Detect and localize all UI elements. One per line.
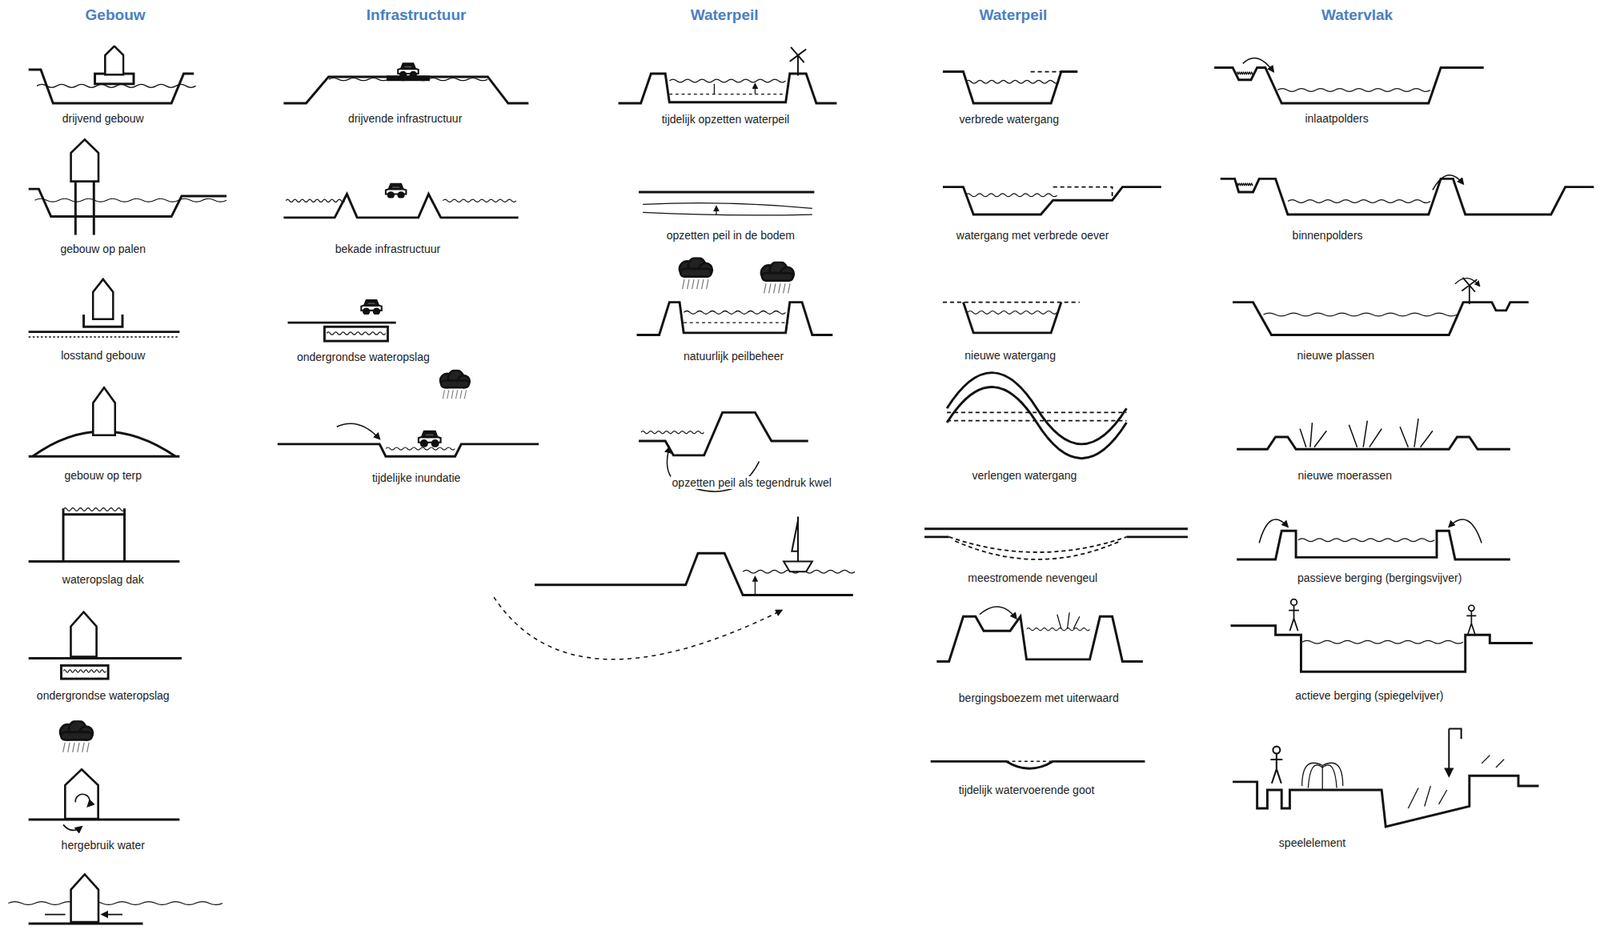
caption: inlaatpolders: [1303, 112, 1370, 125]
caption: speelelement: [1277, 836, 1348, 850]
caption: natuurlijk peilbeheer: [681, 349, 786, 363]
caption: drijvend gebouw: [60, 112, 146, 125]
caption: losstand gebouw: [59, 348, 147, 362]
caption: opzetten peil als tegendruk kwel: [670, 476, 843, 490]
caption: nieuwe plassen: [1295, 348, 1377, 362]
caption: passieve berging (bergingsvijver): [1295, 571, 1464, 585]
column-heading: Infrastructuur: [364, 6, 469, 25]
caption: watergang met verbrede oever: [954, 228, 1111, 242]
caption: binnenpolders: [1291, 228, 1365, 242]
caption: opzetten peil in de bodem: [665, 228, 797, 242]
caption: tijdelijk watervoerende goot: [957, 783, 1097, 797]
caption: verlengen watergang: [970, 469, 1079, 482]
caption: bekade infrastructuur: [333, 242, 443, 256]
caption: hergebruik water: [60, 838, 147, 852]
column-heading: Gebouw: [84, 6, 148, 25]
caption: ondergrondse wateropslag: [295, 350, 432, 364]
column-heading: Waterpeil: [978, 6, 1050, 25]
caption: drijvende infrastructuur: [346, 112, 464, 125]
caption: nieuwe watergang: [962, 348, 1058, 362]
caption: actieve berging (spiegelvijver): [1293, 689, 1445, 702]
caption: verbrede watergang: [958, 112, 1062, 126]
caption: ondergrondse wateropslag: [35, 689, 172, 702]
caption: meestromende nevengeul: [966, 571, 1099, 585]
caption: gebouw op palen: [58, 242, 148, 256]
caption: wateropslag dak: [60, 573, 146, 586]
caption: tijdelijke inundatie: [370, 471, 463, 485]
caption: tijdelijk opzetten waterpeil: [660, 112, 792, 126]
column-heading: Waterpeil: [689, 6, 761, 25]
column-heading: Watervlak: [1319, 6, 1395, 25]
caption: nieuwe moerassen: [1296, 469, 1395, 482]
caption: gebouw op terp: [62, 469, 144, 482]
caption: bergingsboezem met uiterwaard: [957, 691, 1121, 705]
